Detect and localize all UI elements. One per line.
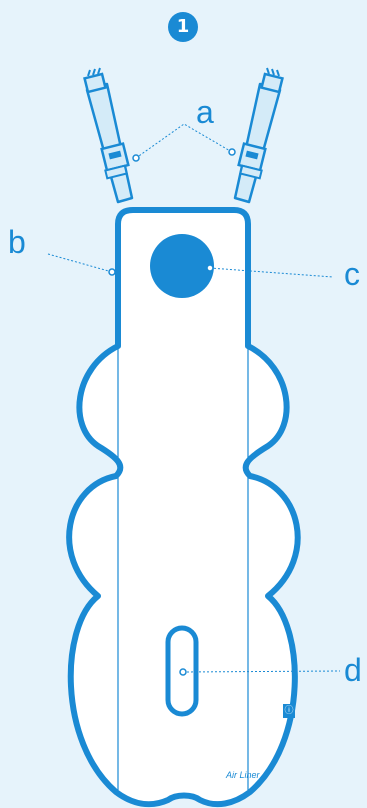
product-tag-icon: ⓘ <box>283 704 295 718</box>
callout-label-c: c <box>344 258 360 290</box>
strap-buckle-icon <box>102 144 129 179</box>
headrest-circle <box>150 234 214 298</box>
left-strap <box>85 68 132 202</box>
callout-label-b: b <box>8 226 26 258</box>
step-number-badge: 1 <box>168 12 198 42</box>
strap-buckle-icon <box>239 144 266 179</box>
brand-logo: Air Liner <box>226 770 260 780</box>
right-strap <box>235 68 282 202</box>
callout-label-a: a <box>196 96 214 128</box>
callout-label-d: d <box>344 654 362 686</box>
